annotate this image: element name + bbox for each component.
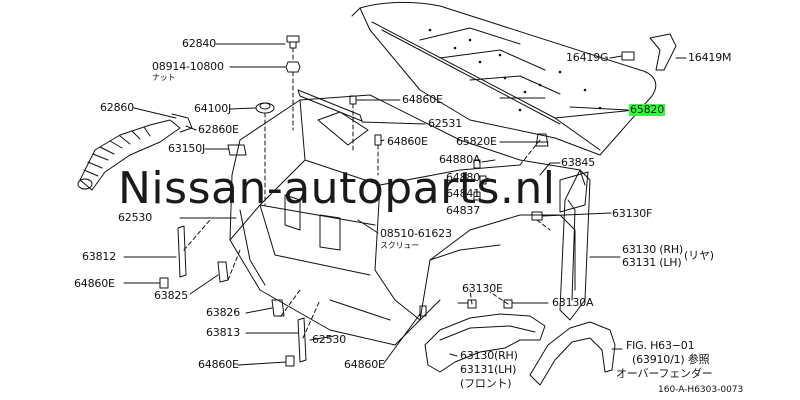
leader-lines — [123, 43, 687, 366]
part-label-64880a: 64880A — [439, 153, 481, 166]
part-label-63130e: 63130E — [462, 282, 503, 295]
part-label-63130f: 63130F — [612, 207, 653, 220]
part-label-16419m: 16419M — [688, 51, 732, 64]
part-label-64880: 64880 — [446, 171, 480, 184]
part-label-64860e-mid: 64860E — [387, 135, 428, 148]
part-label-64841: 64841 — [446, 187, 480, 200]
part-label-64860e-top: 64860E — [402, 93, 443, 106]
part-label-63131-lh-front: 63131(LH) — [460, 363, 517, 376]
part-label-64860e-bottom-left: 64860E — [198, 358, 239, 371]
part-label-62860: 62860 — [100, 101, 134, 114]
part-label-front-jp: (フロント) — [460, 377, 512, 390]
over-fender-label-jp: オーバーフェンダー — [616, 367, 713, 380]
part-label-63826: 63826 — [206, 306, 240, 319]
diagram-code: 160-A-H6303-0073 — [658, 385, 744, 395]
figure-reference-number: (63910/1) 参照 — [632, 353, 710, 366]
front-wheelhouse — [424, 313, 546, 373]
air-duct — [77, 113, 193, 191]
dashed-guides — [183, 47, 551, 339]
rear-wheelhouse — [559, 169, 591, 321]
part-label-62530-bottom: 62530 — [312, 333, 346, 346]
part-label-64860e-left: 64860E — [74, 277, 115, 290]
part-label-63130-rh: 63130 (RH) — [622, 243, 683, 256]
part-label-63825: 63825 — [154, 289, 188, 302]
part-label-63131-lh: 63131 (LH) — [622, 256, 682, 269]
part-label-62840: 62840 — [182, 37, 216, 50]
watermark-text: Nissan-autoparts.nl — [118, 163, 556, 214]
part-label-62531: 62531 — [428, 117, 462, 130]
part-label-63150j: 63150J — [168, 142, 206, 155]
part-label-62860e: 62860E — [198, 123, 239, 136]
part-label-63813: 63813 — [206, 326, 240, 339]
part-label-16419g: 16419G — [566, 51, 609, 64]
part-label-63845: 63845 — [561, 156, 595, 169]
part-label-65820-highlighted: 65820 — [629, 103, 665, 116]
part-label-screw-jp: スクリュー — [380, 241, 419, 250]
hood-rivets — [428, 28, 602, 112]
hood-panel — [351, 1, 657, 156]
part-label-65820e: 65820E — [456, 135, 497, 148]
part-label-rear-jp: (リヤ) — [684, 249, 714, 262]
part-label-62530-left: 62530 — [118, 211, 152, 224]
over-fender — [529, 321, 616, 386]
part-label-63130-rh-front: 63130(RH) — [460, 349, 518, 362]
part-label-64100j: 64100J — [194, 102, 232, 115]
part-label-64837: 64837 — [446, 204, 480, 217]
part-label-63130a: 63130A — [552, 296, 594, 309]
part-label-08510-61623: 08510-61623 — [380, 227, 452, 240]
figure-reference: FIG. H63−01 — [626, 339, 695, 352]
part-label-63812: 63812 — [82, 250, 116, 263]
part-label-64860e-bottom-right: 64860E — [344, 358, 385, 371]
part-label-nut-jp: ナット — [152, 73, 176, 82]
part-label-08914-10800: 08914-10800 — [152, 60, 224, 73]
